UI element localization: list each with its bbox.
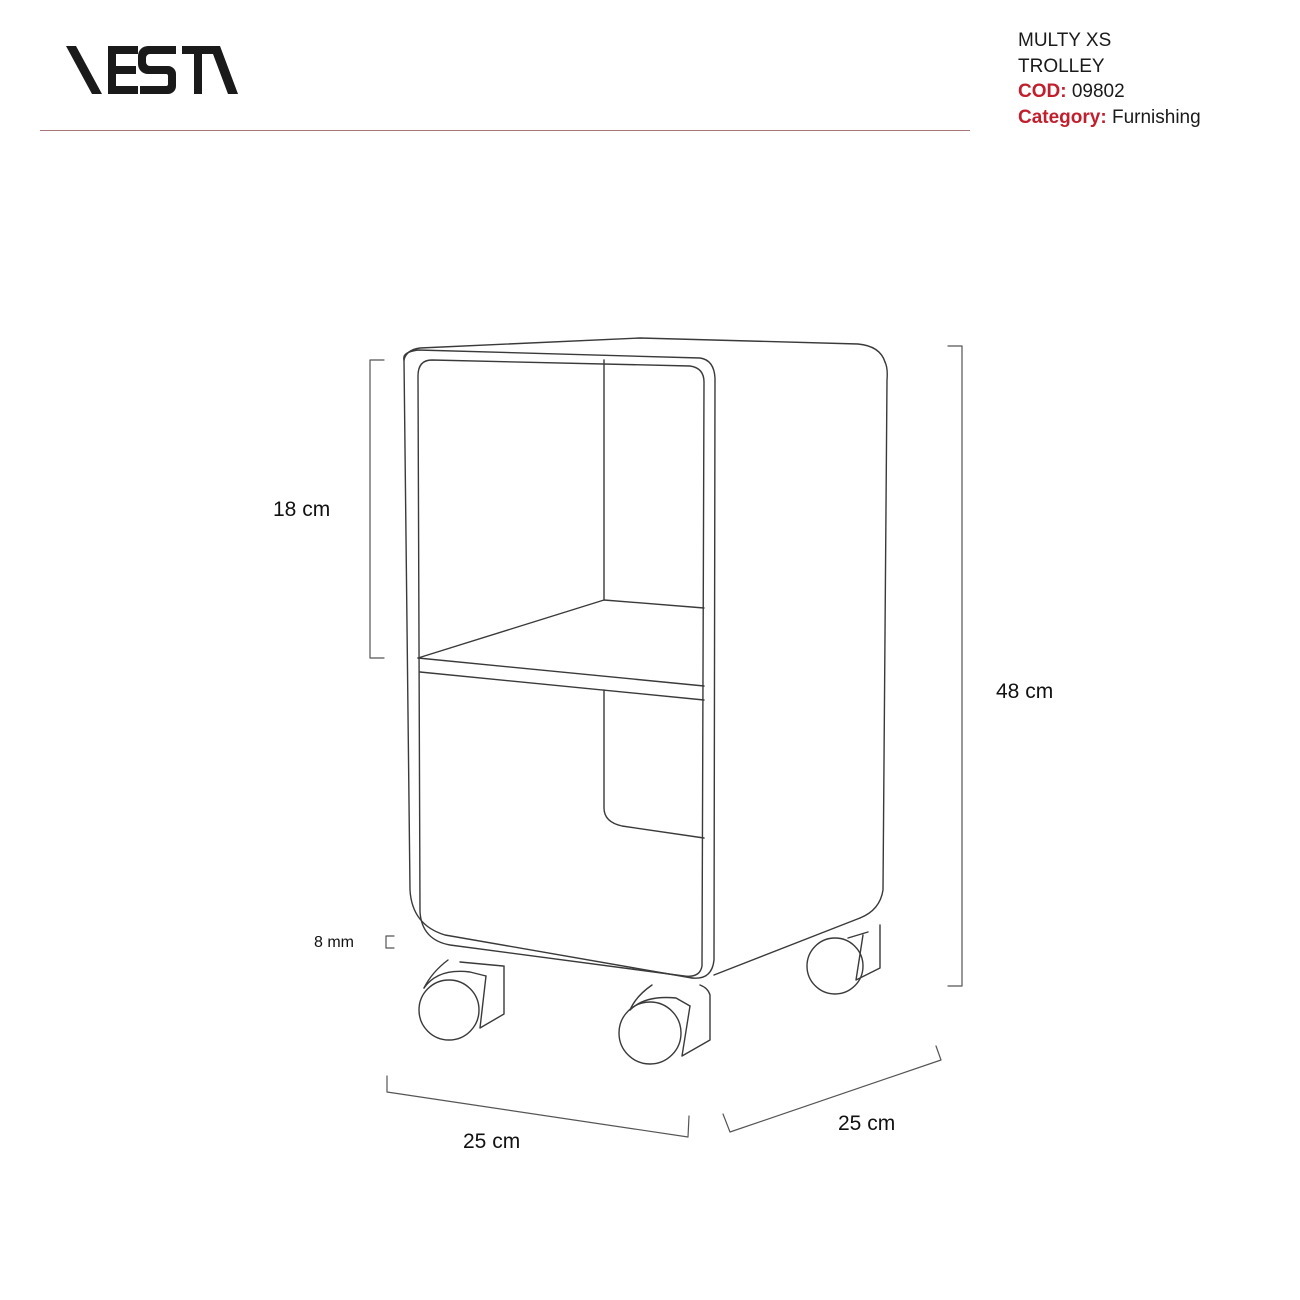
upper-compartment <box>417 359 705 659</box>
product-category-label: Category: <box>1018 106 1107 128</box>
cabinet-body <box>403 337 888 979</box>
lower-compartment <box>603 689 705 839</box>
product-category: Category: Furnishing <box>1018 105 1201 131</box>
middle-shelf <box>417 657 705 701</box>
product-category-value: Furnishing <box>1111 106 1201 128</box>
header-separator <box>40 130 970 131</box>
product-info: MULTY XS TROLLEY COD: 09802 Category: Fu… <box>1018 28 1201 130</box>
product-code-label: COD: <box>1018 81 1067 102</box>
vesta-logo <box>66 46 238 94</box>
dimension-lines <box>369 345 963 1138</box>
dim-width: 25 cm <box>463 1130 521 1153</box>
dim-depth: 25 cm <box>838 1112 896 1135</box>
dim-total-height: 48 cm <box>996 680 1054 703</box>
product-name-line2: TROLLEY <box>1018 55 1105 77</box>
caster-back-right <box>806 924 881 995</box>
product-name-line1: MULTY XS <box>1018 30 1112 51</box>
dim-shelf-height: 18 cm <box>273 498 331 521</box>
caster-front-right <box>618 984 711 1065</box>
product-code-value: 09802 <box>1071 81 1125 102</box>
product-code: COD: 09802 <box>1018 79 1201 105</box>
dim-panel-thickness: 8 mm <box>314 934 354 951</box>
caster-front-left <box>418 959 505 1041</box>
